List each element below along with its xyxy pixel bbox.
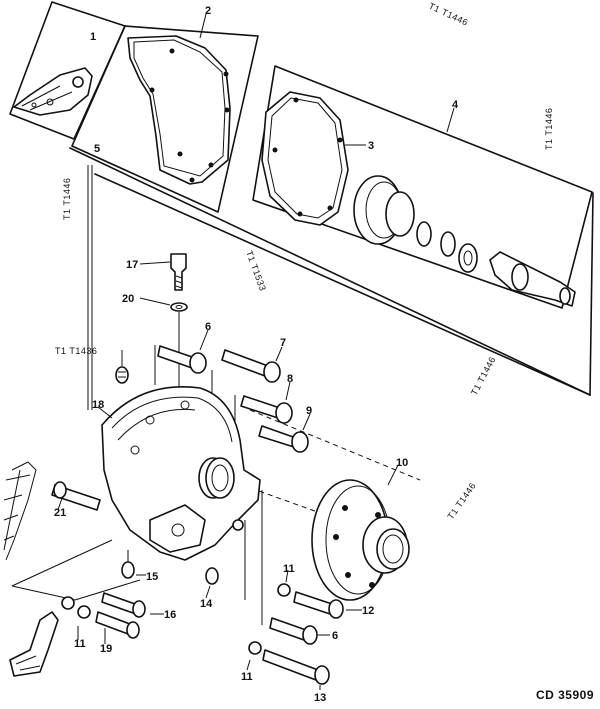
callout-20: 20 [122, 293, 134, 305]
part-plug [139, 253, 188, 390]
group-frame-gasket-cover [71, 25, 259, 213]
part-bracket [13, 67, 93, 116]
spec-note-6: T1 T1446 [469, 355, 498, 397]
part-lower-bracket [9, 611, 59, 677]
callout-7: 7 [280, 337, 286, 349]
callout-16: 16 [164, 609, 176, 621]
part-left-bracket [3, 461, 101, 561]
part-bolts-lower [61, 490, 362, 690]
callout-15: 15 [146, 571, 158, 583]
callout-4: 4 [452, 99, 459, 111]
callouts: 1 2 3 4 5 6 7 8 9 10 11 11 12 13 14 15 1… [54, 5, 459, 704]
group-frame-top-left [9, 1, 126, 140]
callout-21: 21 [54, 507, 66, 519]
spec-note-2: T1 T1446 [62, 178, 72, 220]
callout-11c: 11 [74, 638, 86, 650]
callout-18: 18 [92, 399, 104, 411]
spec-note-5: T1 T1446 [544, 108, 554, 150]
callout-1: 1 [90, 31, 96, 43]
part-bolts-upper [154, 329, 311, 453]
callout-8: 8 [287, 373, 293, 385]
callout-5: 5 [94, 143, 100, 155]
callout-6: 6 [205, 321, 211, 333]
part-pulley-hub [311, 464, 410, 601]
spec-note-4: T1 T1446 [427, 1, 470, 28]
callout-14: 14 [200, 598, 213, 610]
part-pump-housing [97, 386, 261, 561]
callout-17: 17 [126, 259, 138, 271]
callout-13: 13 [314, 692, 326, 704]
spec-note-1: T1 T1436 [55, 346, 97, 356]
callout-9: 9 [306, 405, 312, 417]
part-small-plug [115, 350, 129, 384]
spec-note-3: T1 T1533 [244, 249, 268, 292]
callout-11b: 11 [241, 671, 253, 683]
figure-id: CD 35909 [535, 688, 594, 702]
part-cover-gasket [127, 13, 231, 185]
group-frame-pump-kit [252, 65, 594, 396]
callout-11a: 11 [283, 563, 295, 575]
callout-10: 10 [396, 457, 408, 469]
callout-19: 19 [100, 643, 112, 655]
spec-note-7: T1 T1446 [445, 481, 477, 521]
callout-6b: 6 [332, 630, 338, 642]
callout-12: 12 [362, 605, 374, 617]
part-pump-gasket [261, 91, 366, 226]
part-impeller-shaft [353, 107, 576, 307]
callout-3: 3 [368, 140, 374, 152]
callout-2: 2 [205, 5, 211, 17]
